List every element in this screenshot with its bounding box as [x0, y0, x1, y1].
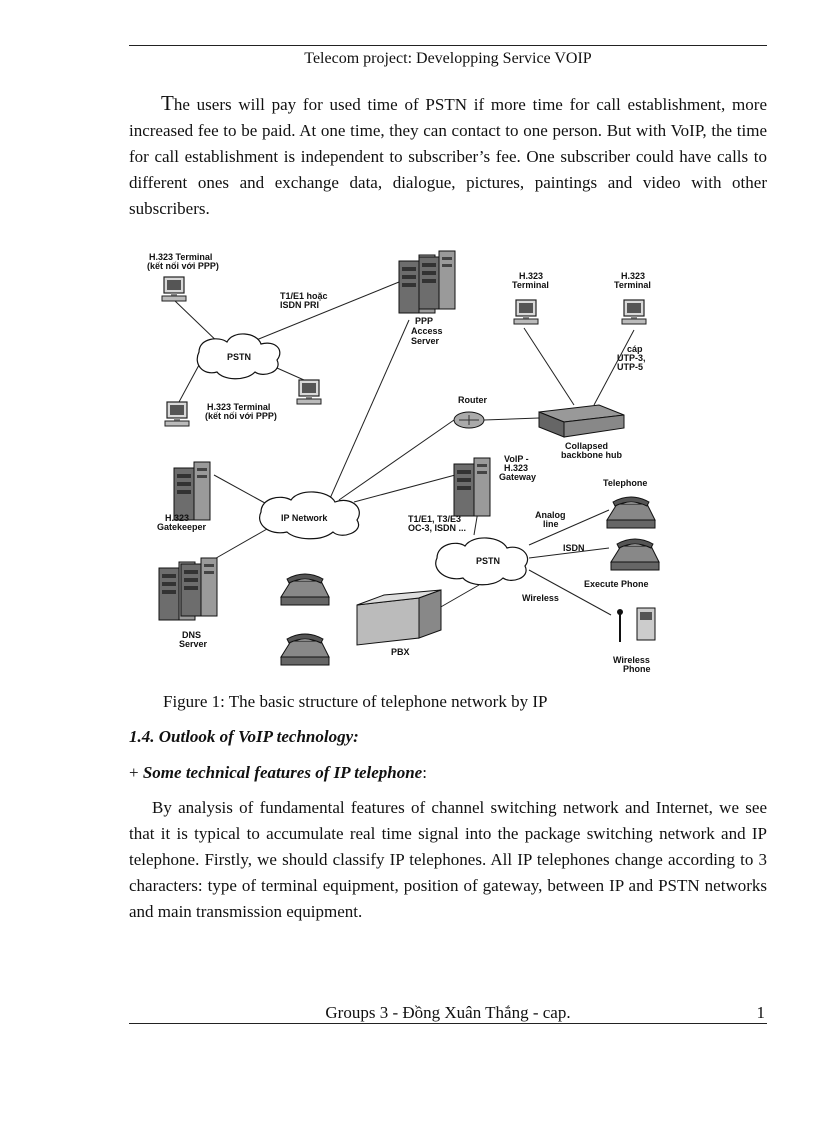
gatekeeper-server — [173, 461, 211, 521]
cable-label-2: UTP-3, — [617, 353, 646, 363]
gatekeeper-label-1: H.323 — [165, 513, 189, 523]
pbx-phone-bottom — [280, 633, 330, 666]
router-label: Router — [458, 395, 487, 405]
dns-label-2: Server — [179, 639, 208, 649]
pbx-label: PBX — [391, 647, 410, 657]
analog-line-label-2: line — [543, 519, 559, 529]
hub-label-2: backbone hub — [561, 450, 623, 460]
hub-label-1: Collapsed — [565, 441, 608, 451]
h323-ppp-top-label-2: (kết nối với PPP) — [147, 261, 219, 271]
figure-caption: Figure 1: The basic structure of telepho… — [163, 692, 548, 711]
voip-label-3: Gateway — [499, 472, 536, 482]
pstn-top-label: PSTN — [227, 352, 251, 362]
pstn-bottom-cloud — [435, 537, 529, 586]
pc-terminal-a — [513, 299, 539, 325]
execute-phone-icon — [610, 538, 660, 571]
h323-ppp-top-label-1: H.323 Terminal — [149, 252, 212, 262]
t1-label-1: T1/E1 hoặc — [280, 291, 328, 301]
telephone-icon — [606, 496, 656, 529]
header-title: Telecom project: Developping Service VOI… — [304, 50, 592, 67]
h323-terminal-b-label-2: Terminal — [614, 280, 651, 290]
wireless-phone-label-1: Wireless — [613, 655, 650, 665]
ppp-label-1: PPP — [415, 316, 433, 326]
footer-text: Groups 3 - Đồng Xuân Thắng - cap. — [325, 1003, 571, 1022]
wireless-phone-label-2: Phone — [623, 664, 651, 674]
dns-server — [158, 557, 218, 621]
pbx-phone-top — [280, 573, 330, 606]
pstn-bottom-label: PSTN — [476, 556, 500, 566]
ppp-label-3: Server — [411, 336, 440, 346]
ppp-access-server — [398, 250, 456, 314]
t1-label-2: ISDN PRI — [280, 300, 319, 310]
ip-network-label: IP Network — [281, 513, 328, 523]
isdn-label: ISDN — [563, 543, 585, 553]
cable-label-1: cáp — [627, 344, 643, 354]
router-icon — [453, 411, 485, 429]
t1-t3-label-2: OC-3, ISDN ... — [408, 523, 466, 533]
network-diagram: H.323 Terminal (kết nối với PPP) T1/E1 h… — [147, 250, 660, 674]
section-heading: 1.4. Outlook of VoIP technology: — [129, 727, 359, 746]
wireless-label: Wireless — [522, 593, 559, 603]
collapsed-backbone-hub-icon — [538, 404, 625, 438]
pc-terminal-right — [296, 379, 322, 405]
t1-t3-label-1: T1/E1, T3/E3 — [408, 514, 461, 524]
voip-label-1: VoIP - — [504, 454, 529, 464]
h323-ppp-bottom-label-2: (kết nối với PPP) — [205, 411, 277, 421]
pc-terminal-ppp-top — [161, 276, 187, 302]
analog-line-label-1: Analog — [535, 510, 566, 520]
connection-lines — [173, 281, 635, 616]
ppp-label-2: Access — [411, 326, 443, 336]
pstn-top-cloud — [196, 333, 281, 380]
ip-network-cloud — [259, 491, 360, 540]
subheading-text: Some technical features of IP telephone — [142, 763, 423, 782]
pbx-icon — [356, 589, 442, 646]
cable-label-3: UTP-5 — [617, 362, 643, 372]
footer-rule — [129, 1023, 767, 1024]
subheading-prefix: + — [129, 763, 143, 782]
voip-gateway — [453, 457, 491, 517]
h323-terminal-b-label-1: H.323 — [621, 271, 645, 281]
wireless-phone-icon — [617, 607, 656, 642]
body-paragraph: By analysis of fundamental features of c… — [129, 798, 767, 921]
telephone-label: Telephone — [603, 478, 647, 488]
intro-text: he users will pay for used time of PSTN … — [129, 95, 767, 218]
intro-paragraph: The users will pay for used time of PSTN… — [129, 90, 767, 222]
h323-terminal-a-label-1: H.323 — [519, 271, 543, 281]
pc-terminal-ppp-bottom — [164, 401, 190, 427]
voip-label-2: H.323 — [504, 463, 528, 473]
execute-phone-label: Execute Phone — [584, 579, 649, 589]
pc-terminal-b — [621, 299, 647, 325]
header-rule — [129, 45, 767, 46]
h323-terminal-a-label-2: Terminal — [512, 280, 549, 290]
subheading: + Some technical features of IP telephon… — [129, 763, 427, 783]
gatekeeper-label-2: Gatekeeper — [157, 522, 207, 532]
page-number: 1 — [756, 1003, 766, 1022]
dns-label-1: DNS — [182, 630, 201, 640]
intro-first-letter: T — [161, 91, 174, 115]
h323-ppp-bottom-label-1: H.323 Terminal — [207, 402, 270, 412]
subheading-suffix: : — [422, 763, 427, 782]
